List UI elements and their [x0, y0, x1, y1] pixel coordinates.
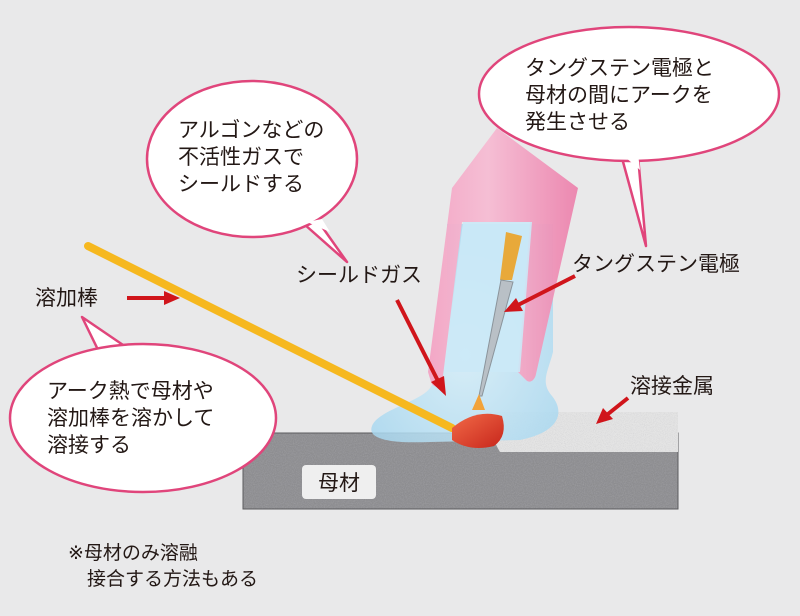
argon-line-1: アルゴンなどの: [178, 118, 325, 142]
tungsten-line-2: 母材の間にアークを: [525, 83, 713, 107]
tungsten-bubble-text: タングステン電極と 母材の間にアークを 発生させる: [525, 55, 714, 136]
arc-heat-line-3: 溶接する: [47, 433, 131, 457]
arrow-tungsten-electrode: [504, 274, 576, 312]
footnote-line-1: ※母材のみ溶融: [68, 542, 198, 564]
weld-metal-label: 溶接金属: [630, 374, 714, 398]
bubble-argon: [145, 79, 359, 264]
arrow-weld-metal: [596, 396, 630, 424]
argon-line-3: シールドする: [178, 172, 304, 196]
tungsten-electrode: [478, 232, 522, 397]
filler-rod-label: 溶加棒: [35, 286, 98, 310]
weld-pool: [452, 413, 504, 448]
tungsten-electrode-label: タングステン電極: [572, 252, 740, 276]
arc-flame: [472, 394, 485, 410]
footnote: ※母材のみ溶融 接合する方法もある: [68, 540, 258, 592]
bubble-tungsten: [477, 25, 781, 248]
shield-gas-label: シールドガス: [296, 263, 422, 287]
arc-heat-line-2: 溶加棒を溶かして: [47, 406, 215, 430]
arc-heat-bubble-text: アーク熱で母材や 溶加棒を溶かして 溶接する: [47, 378, 214, 459]
tungsten-line-3: 発生させる: [525, 110, 630, 134]
tungsten-line-1: タングステン電極と: [525, 56, 714, 80]
arrow-shield-gas: [395, 299, 446, 396]
arc-heat-line-1: アーク熱で母材や: [47, 379, 214, 403]
arrow-filler-rod: [127, 291, 180, 305]
bubble-arc-heat: [8, 315, 278, 494]
argon-bubble-text: アルゴンなどの 不活性ガスで シールドする: [178, 117, 324, 198]
argon-line-2: 不活性ガスで: [178, 145, 304, 169]
base-metal-label: 母材: [302, 465, 376, 499]
filler-rod: [84, 242, 456, 432]
footnote-line-2: 接合する方法もある: [68, 568, 259, 590]
